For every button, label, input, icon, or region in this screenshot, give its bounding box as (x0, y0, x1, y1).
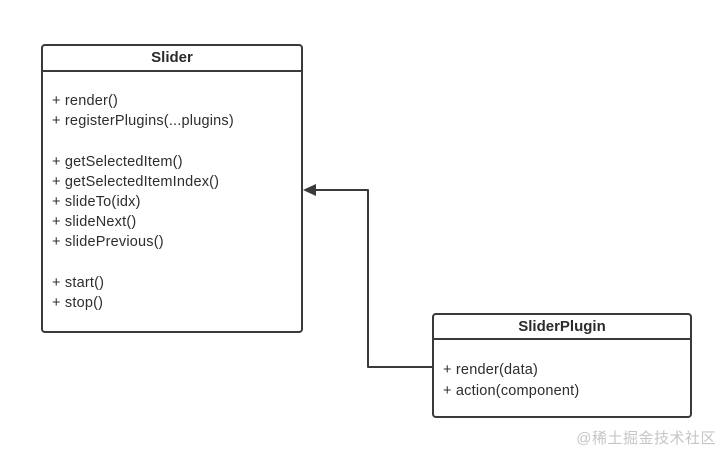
member-render: + render() (52, 93, 119, 109)
member-slide-previous: + slidePrevious() (52, 234, 164, 251)
association-arrow (303, 184, 432, 368)
member-get-selected-item: + getSelectedItem() (52, 153, 183, 170)
watermark-text: @稀土掘金技术社区 (576, 430, 716, 447)
arrowhead-icon (303, 184, 316, 196)
member-action-component: + action(component) (443, 383, 580, 399)
class-members-sliderplugin: + render(data) + action(component) (434, 340, 690, 402)
member-slide-to: + slideTo(idx) (52, 194, 141, 210)
member-render-data: + render(data) (443, 362, 539, 378)
class-box-slider: Slider + render() + registerPlugins(...p… (41, 44, 303, 333)
member-register-plugins: + registerPlugins(...plugins) (52, 113, 234, 130)
connector-line (314, 189, 432, 368)
member-stop: + stop() (52, 295, 104, 311)
class-box-sliderplugin: SliderPlugin + render(data) + action(com… (432, 313, 692, 418)
member-start: + start() (52, 274, 105, 291)
member-spacer (52, 131, 297, 151)
class-title-slider: Slider (43, 46, 301, 72)
class-title-sliderplugin: SliderPlugin (434, 315, 690, 340)
member-get-selected-item-index: + getSelectedItemIndex() (52, 173, 220, 190)
member-spacer (52, 253, 297, 273)
class-members-slider: + render() + registerPlugins(...plugins)… (43, 72, 301, 313)
member-slide-next: + slideNext() (52, 214, 137, 231)
